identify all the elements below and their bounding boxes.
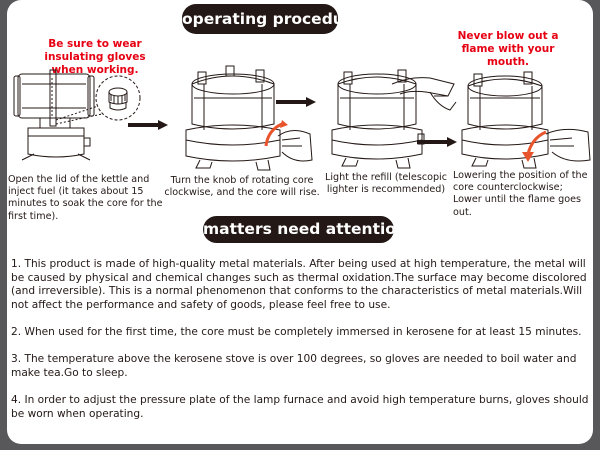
matters-need-attention-heading: matters need attention: [203, 216, 407, 243]
flame-warning: Never blow out a flame with your mouth.: [457, 30, 559, 68]
note-item: 3. The temperature above the kerosene st…: [11, 353, 577, 379]
arrow-right-icon: [417, 137, 457, 147]
attention-notes-list: 1. This product is made of high-quality …: [11, 258, 591, 421]
note-item: 2. When used for the first time, the cor…: [11, 325, 582, 338]
rotate-knob-clockwise-illustration: [185, 65, 313, 171]
arrow-right-icon: [128, 120, 168, 130]
lighter-ignite-illustration: [331, 69, 457, 169]
step-3-caption: Light the refill (telescopic lighter is …: [325, 172, 447, 196]
step-4-caption: Lowering the position of the core counte…: [453, 170, 588, 218]
operating-procedure-heading: operating procedure: [182, 4, 362, 34]
step-1-caption: Open the lid of the kettle and inject fu…: [8, 174, 163, 222]
arrow-right-icon: [276, 97, 316, 107]
note-item: 4. In order to adjust the pressure plate…: [11, 393, 589, 420]
rotate-knob-counterclockwise-illustration: [461, 71, 591, 169]
gloves-warning: Be sure to wear insulating gloves when w…: [44, 38, 146, 76]
note-item: 1. This product is made of high-quality …: [11, 258, 587, 311]
step-2-caption: Turn the knob of rotating core clockwise…: [164, 175, 320, 199]
kettle-lid-open-illustration: [13, 69, 141, 161]
